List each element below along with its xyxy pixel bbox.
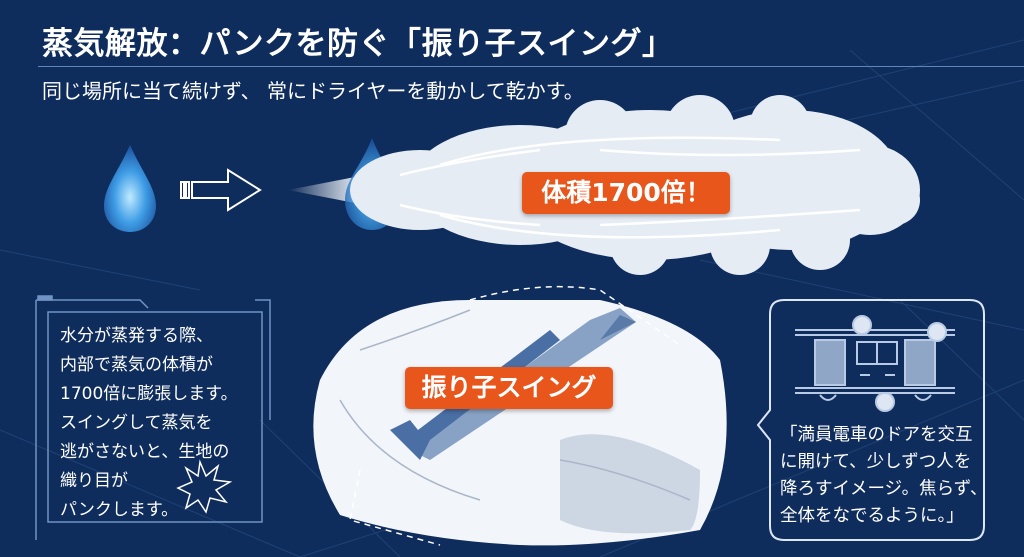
analogy-line: 全体をなでるように。」 (780, 506, 964, 526)
analogy-speech-bubble: 「満員電車のドアを交互 に開けて、少しずつ人を 降ろすイメージ。焦らず、 全体を… (768, 300, 988, 540)
info-line: 1700倍に膨張します。 (60, 384, 238, 404)
info-line: 内部で蒸気の体積が (60, 355, 213, 375)
speech-bubble-frame (756, 299, 985, 541)
info-box-text: 水分が蒸発する際、 内部で蒸気の体積が 1700倍に膨張します。 スイングして蒸… (60, 322, 238, 525)
info-line: 織り目が (60, 471, 128, 491)
steam-cloud (288, 95, 920, 275)
pillow-illustration (313, 285, 727, 546)
info-box: 水分が蒸発する際、 内部で蒸気の体積が 1700倍に膨張します。 スイングして蒸… (48, 302, 260, 520)
analogy-line: に開けて、少しずつ人を (780, 452, 972, 472)
analogy-text: 「満員電車のドアを交互 に開けて、少しずつ人を 降ろすイメージ。焦らず、 全体を… (780, 422, 988, 530)
analogy-line: 降ろすイメージ。焦らず、 (780, 479, 988, 499)
info-box-frame (35, 295, 271, 540)
transform-arrow-icon (180, 168, 262, 212)
info-line: 水分が蒸発する際、 (60, 326, 213, 346)
page-subtitle: 同じ場所に当て続けず、 常にドライヤーを動かして乾かす。 (42, 79, 584, 103)
title-divider (38, 66, 1024, 67)
info-line: 逃がさないと、生地の (60, 442, 230, 462)
info-line: スイングして蒸気を (60, 413, 213, 433)
page-title: 蒸気解放：パンクを防ぐ「振り子スイング」 (42, 26, 674, 62)
crowded-train-icon (795, 315, 955, 412)
analogy-line: 「満員電車のドアを交互 (780, 425, 973, 445)
burst-icon (176, 459, 233, 514)
water-drop-icon (104, 145, 156, 232)
volume-1700x-label: 体積1700倍！ (522, 172, 730, 214)
info-line: パンクします。 (60, 500, 179, 520)
pendulum-swing-label: 振り子スイング (405, 367, 613, 409)
